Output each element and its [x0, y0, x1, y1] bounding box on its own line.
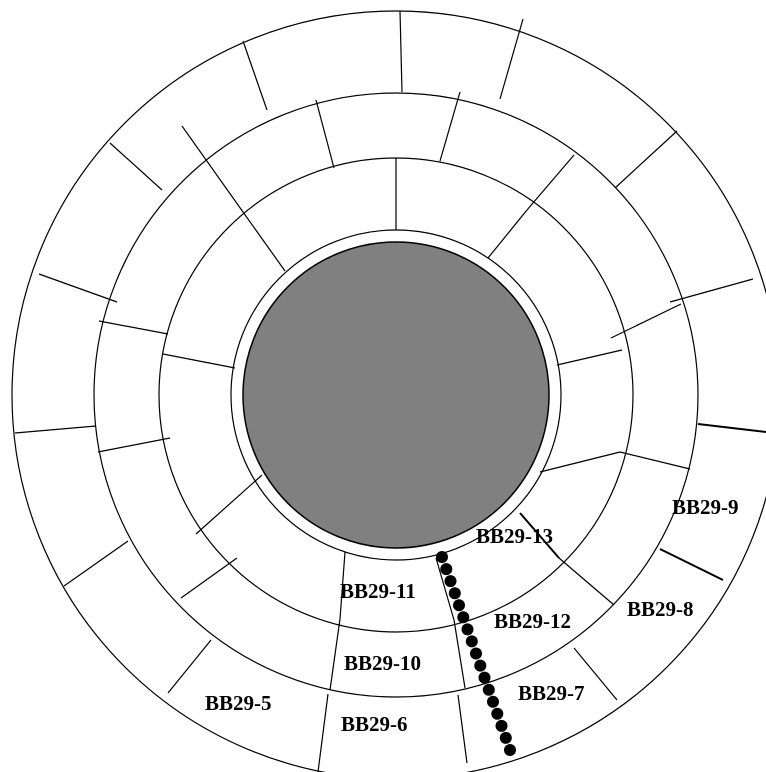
label-bb29-10: BB29-10: [344, 651, 421, 675]
marker-dot: [457, 611, 470, 624]
inner-band-dividers: [162, 158, 623, 621]
marker-dot: [444, 575, 457, 588]
label-bb29-13: BB29-13: [476, 524, 553, 548]
marker-dot: [461, 623, 474, 636]
label-bb29-11: BB29-11: [340, 579, 416, 603]
dotted-marker-line: [436, 551, 516, 756]
marker-dot: [491, 707, 504, 720]
marker-dot: [499, 731, 512, 744]
label-bb29-8: BB29-8: [627, 597, 694, 621]
marker-dot: [474, 659, 487, 672]
marker-dot: [440, 563, 453, 576]
marker-dot: [478, 671, 491, 684]
label-bb29-5: BB29-5: [205, 691, 272, 715]
marker-dot: [453, 599, 465, 612]
marker-dot: [448, 587, 461, 600]
middle-ring: [93, 92, 699, 698]
marker-dot: [482, 683, 495, 696]
marker-dot: [465, 635, 478, 648]
label-bb29-12: BB29-12: [494, 609, 571, 633]
marker-dot: [495, 719, 508, 732]
marker-dot: [436, 551, 448, 563]
marker-dot: [470, 647, 482, 660]
label-bb29-9: BB29-9: [672, 495, 739, 519]
marker-dot: [504, 744, 516, 756]
middle-band-dividers: [97, 91, 691, 691]
label-bb29-6: BB29-6: [341, 712, 408, 736]
outer-band-dividers: [14, 10, 766, 772]
core-circle: [242, 241, 550, 549]
label-bb29-7: BB29-7: [518, 681, 585, 705]
marker-dot: [487, 695, 499, 708]
outer-ring: [11, 10, 766, 772]
